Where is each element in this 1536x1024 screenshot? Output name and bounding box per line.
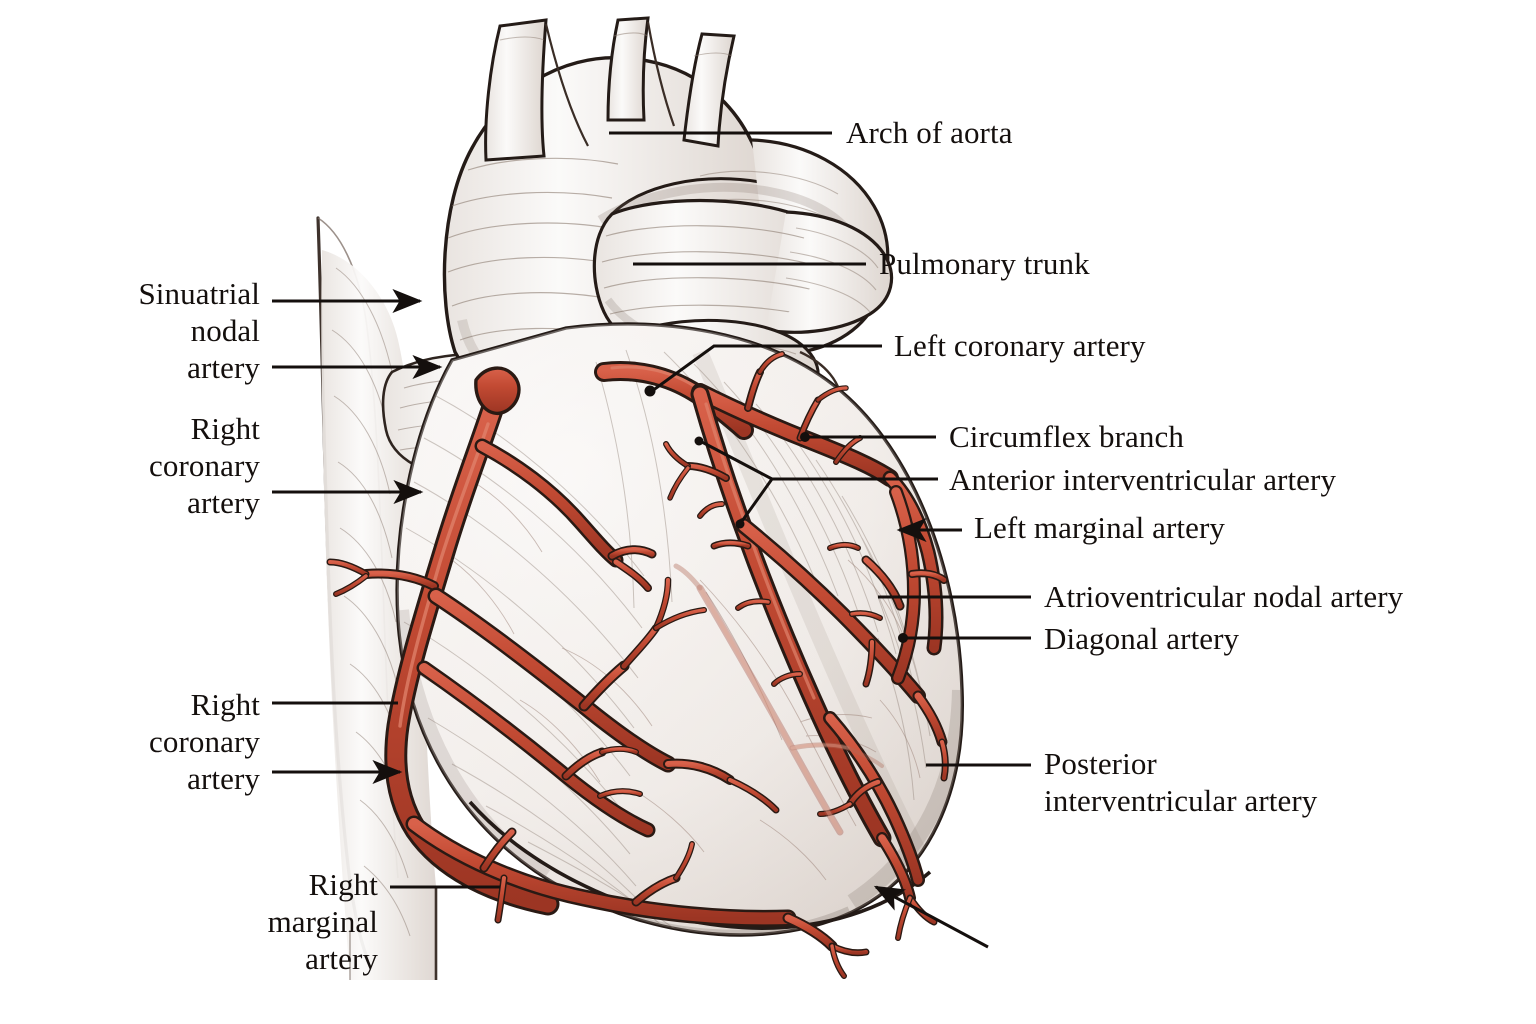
leader-posterior-iv-arrow: [873, 885, 989, 949]
label-posterior-interventricular-artery: Posterior interventricular artery: [1044, 746, 1318, 818]
atrioventricular-nodal-artery: [861, 555, 905, 611]
posterior-interventricular-artery: [817, 711, 925, 887]
circumflex-branch: [691, 351, 944, 656]
label-left-coronary-artery: Left coronary artery: [894, 328, 1146, 363]
rca-branch-mid: [427, 576, 780, 814]
coronary-arteries: [326, 351, 949, 979]
leader-left-coronary: [651, 344, 882, 393]
rca-atrial-branch: [474, 438, 657, 592]
label-right-coronary-artery-lower: Right coronary artery: [149, 687, 260, 796]
label-anterior-interventricular-artery: Anterior interventricular artery: [949, 462, 1337, 497]
label-pulmonary-trunk: Pulmonary trunk: [879, 246, 1090, 281]
label-right-coronary-artery-upper: Right coronary artery: [149, 411, 260, 520]
label-diagonal-artery: Diagonal artery: [1044, 621, 1240, 656]
label-circumflex-branch: Circumflex branch: [949, 419, 1184, 454]
leader-lines: [272, 131, 1031, 949]
leader-dot-aiv-a: [694, 436, 704, 446]
lad-septal-twigs: [663, 441, 803, 687]
right-marginal-artery: [405, 815, 870, 979]
cut-vessel-stumps: [697, 501, 883, 621]
label-left-marginal-artery: Left marginal artery: [974, 510, 1226, 545]
faint-septal-vessel: [673, 563, 884, 836]
right-coronary-artery: [384, 366, 560, 916]
label-sinuatrial-nodal-artery: Sinuatrial nodal artery: [138, 276, 260, 385]
leader-aiv-fork-b: [738, 478, 774, 525]
pulmonary-trunk: [592, 198, 894, 355]
leader-dot-left-coronary: [644, 385, 656, 397]
rca-branch-lower: [416, 660, 656, 838]
leader-dot-circumflex: [800, 432, 810, 442]
leader-dot-diagonal: [898, 633, 908, 643]
leader-dot-aiv-b: [735, 519, 745, 529]
label-atrioventricular-nodal-artery: Atrioventricular nodal artery: [1044, 579, 1404, 614]
rca-marginal-twigs: [326, 558, 439, 597]
label-right-marginal-artery: Right marginal artery: [267, 867, 378, 976]
label-arch-of-aorta: Arch of aorta: [846, 115, 1013, 150]
leader-aiv-fork-a: [699, 439, 773, 481]
